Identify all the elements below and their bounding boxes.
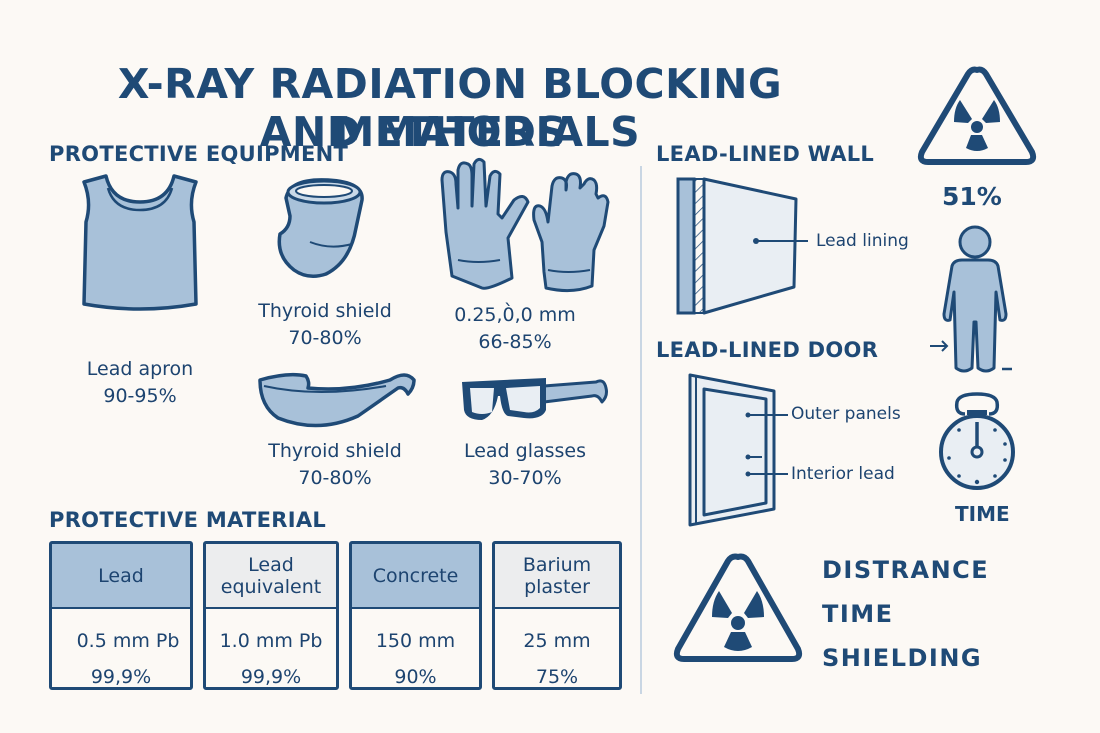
equipment-item: Thyroid shield 70-80% xyxy=(235,298,415,352)
outer-panels-callout: Outer panels xyxy=(791,404,901,424)
apron-icon xyxy=(80,172,200,312)
equipment-value: 30-70% xyxy=(488,467,562,489)
equipment-value: 90-95% xyxy=(103,385,177,407)
protective-material-heading: PROTECTIVE MATERIAL xyxy=(49,508,327,532)
material-efficiency: 99,9% xyxy=(90,666,152,688)
interior-lead-callout: Interior lead xyxy=(791,464,895,484)
percent-value: 51% xyxy=(942,182,1002,211)
equipment-item: 0.25,0̀,0 mm 66-85% xyxy=(420,302,610,356)
time-label: TIME xyxy=(955,502,1010,526)
equipment-value: 66-85% xyxy=(478,331,552,353)
principle-shielding: SHIELDING xyxy=(822,644,983,672)
material-efficiency: 75% xyxy=(535,666,579,688)
radiation-warning-icon xyxy=(916,64,1038,168)
lead-lined-wall-heading: LEAD-LINED WALL xyxy=(656,142,875,166)
principle-time: TIME xyxy=(822,600,894,628)
equipment-name: Thyroid shield xyxy=(268,440,402,462)
material-name: Concrete xyxy=(352,544,479,609)
radiation-warning-icon-large xyxy=(672,553,804,665)
equipment-value: 70-80% xyxy=(288,327,362,349)
material-thickness: 1.0 mm Pb xyxy=(219,630,323,652)
thyroid-collar-icon xyxy=(268,176,378,286)
protective-equipment-heading: PROTECTIVE EQUIPMENT xyxy=(49,142,349,166)
equipment-item: Lead apron 90-95% xyxy=(55,356,225,410)
material-efficiency: 99,9% xyxy=(240,666,302,688)
principle-distance: DISTRANCE xyxy=(822,556,990,584)
page-title-line-1: X-RAY RADIATION BLOCKING METHODS xyxy=(117,60,783,156)
material-thickness: 150 mm xyxy=(375,630,456,652)
material-name: Lead equivalent xyxy=(206,544,336,609)
glasses-icon xyxy=(460,374,610,424)
material-thickness: 0.5 mm Pb xyxy=(76,630,180,652)
equipment-value: 70-80% xyxy=(298,467,372,489)
material-card-barium-plaster: Barium plaster 25 mm 75% xyxy=(492,541,622,690)
material-card-lead: Lead 0.5 mm Pb 99,9% xyxy=(49,541,193,690)
column-divider xyxy=(640,166,642,694)
lead-door-icon xyxy=(688,373,788,529)
material-card-lead-equivalent: Lead equivalent 1.0 mm Pb 99,9% xyxy=(203,541,339,690)
gloves-icon xyxy=(438,157,618,293)
equipment-name: Thyroid shield xyxy=(258,300,392,322)
equipment-name: Lead glasses xyxy=(463,440,587,462)
material-thickness: 25 mm xyxy=(523,630,591,652)
page-title-line-2: AND MATERIALS xyxy=(259,108,641,156)
stopwatch-icon xyxy=(937,392,1017,492)
face-shield-icon xyxy=(258,372,418,432)
equipment-item: Lead glasses 30-70% xyxy=(440,438,610,492)
material-card-concrete: Concrete 150 mm 90% xyxy=(349,541,482,690)
lead-lined-door-heading: LEAD-LINED DOOR xyxy=(656,338,879,362)
person-icon xyxy=(930,225,1020,376)
lead-lining-callout: Lead lining xyxy=(816,231,909,251)
material-name: Lead xyxy=(52,544,190,609)
equipment-item: Thyroid shield 70-80% xyxy=(240,438,430,492)
equipment-name: Lead apron xyxy=(86,358,194,380)
equipment-name: 0.25,0̀,0 mm xyxy=(454,304,576,326)
lead-wall-icon xyxy=(676,177,808,317)
material-efficiency: 90% xyxy=(394,666,437,688)
material-name: Barium plaster xyxy=(495,544,619,609)
